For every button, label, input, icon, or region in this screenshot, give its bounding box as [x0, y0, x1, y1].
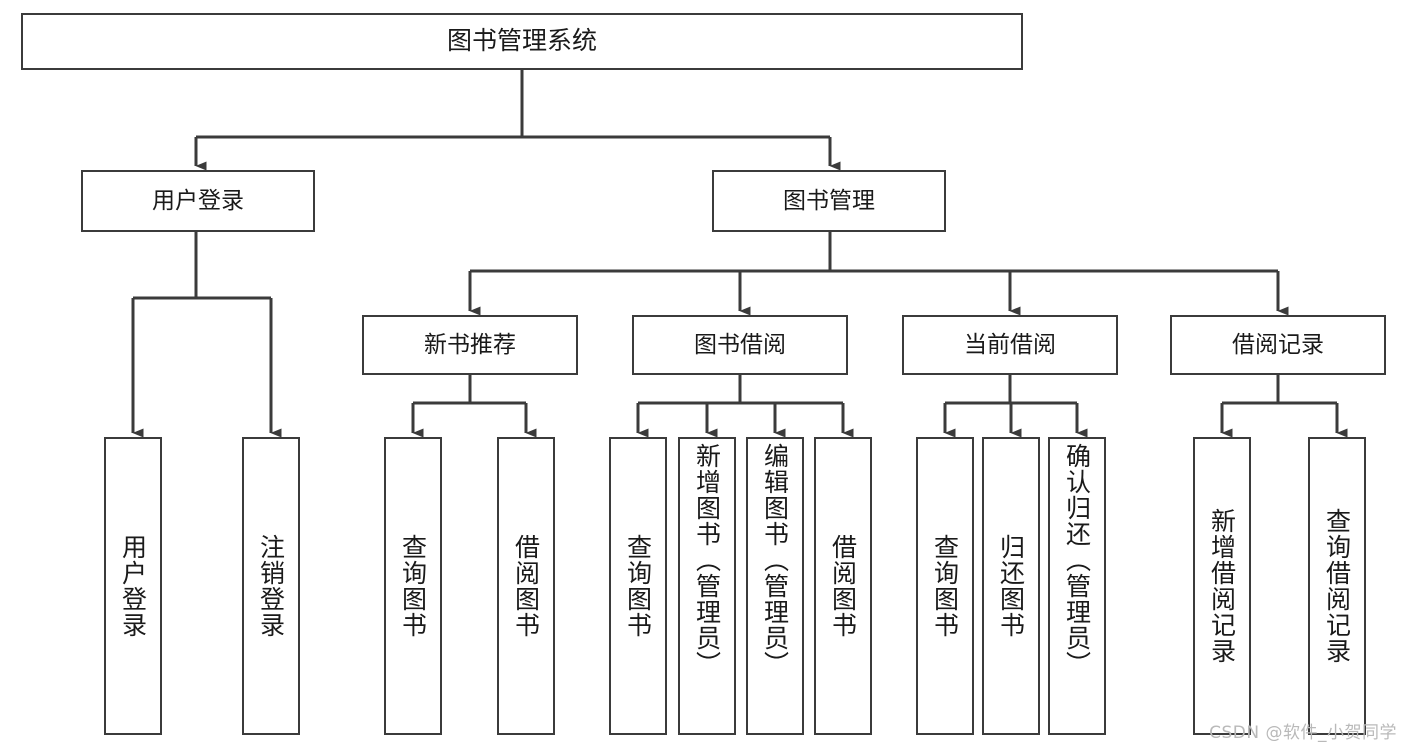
node-current-borrow[interactable]: 当前借阅 [902, 315, 1118, 375]
leaf-query-book-3[interactable]: 查询图书 [916, 437, 974, 735]
leaf-confirm-return[interactable]: 确认归还（管理员） [1048, 437, 1106, 735]
leaf-user-login-label: 用户登录 [118, 534, 148, 638]
leaf-edit-book-label: 编辑图书（管理员） [760, 443, 790, 677]
leaf-add-record[interactable]: 新增借阅记录 [1193, 437, 1251, 735]
node-book-borrow-label: 图书借阅 [694, 331, 786, 358]
leaf-add-book-label: 新增图书（管理员） [692, 443, 722, 677]
leaf-query-book-3-label: 查询图书 [930, 534, 960, 638]
leaf-borrow-book-1[interactable]: 借阅图书 [497, 437, 555, 735]
leaf-edit-book[interactable]: 编辑图书（管理员） [746, 437, 804, 735]
node-root-label: 图书管理系统 [446, 26, 597, 56]
node-root[interactable]: 图书管理系统 [21, 13, 1023, 70]
leaf-user-login[interactable]: 用户登录 [104, 437, 162, 735]
leaf-add-record-label: 新增借阅记录 [1207, 508, 1237, 664]
tree-connectors [131, 70, 1348, 438]
node-user-login-label: 用户登录 [152, 187, 244, 214]
leaf-query-book-1[interactable]: 查询图书 [384, 437, 442, 735]
leaf-return-book-label: 归还图书 [996, 534, 1026, 638]
leaf-logout-login-label: 注销登录 [256, 534, 286, 638]
node-book-management-label: 图书管理 [783, 187, 875, 214]
leaf-query-record[interactable]: 查询借阅记录 [1308, 437, 1366, 735]
leaf-borrow-book-2-label: 借阅图书 [828, 534, 858, 638]
leaf-borrow-book-2[interactable]: 借阅图书 [814, 437, 872, 735]
leaf-confirm-return-label: 确认归还（管理员） [1062, 443, 1092, 677]
leaf-query-book-2[interactable]: 查询图书 [609, 437, 667, 735]
leaf-logout-login[interactable]: 注销登录 [242, 437, 300, 735]
leaf-return-book[interactable]: 归还图书 [982, 437, 1040, 735]
node-borrow-record-label: 借阅记录 [1232, 331, 1324, 358]
node-current-borrow-label: 当前借阅 [964, 331, 1056, 358]
node-book-management[interactable]: 图书管理 [712, 170, 946, 232]
leaf-query-record-label: 查询借阅记录 [1322, 508, 1352, 664]
watermark-text: CSDN @软件_小贺同学 [1209, 723, 1397, 743]
node-user-login[interactable]: 用户登录 [81, 170, 315, 232]
node-borrow-record[interactable]: 借阅记录 [1170, 315, 1386, 375]
node-new-book-recommend[interactable]: 新书推荐 [362, 315, 578, 375]
leaf-add-book[interactable]: 新增图书（管理员） [678, 437, 736, 735]
leaf-query-book-2-label: 查询图书 [623, 534, 653, 638]
leaf-query-book-1-label: 查询图书 [398, 534, 428, 638]
node-book-borrow[interactable]: 图书借阅 [632, 315, 848, 375]
leaf-borrow-book-1-label: 借阅图书 [511, 534, 541, 638]
node-new-book-recommend-label: 新书推荐 [424, 331, 516, 358]
